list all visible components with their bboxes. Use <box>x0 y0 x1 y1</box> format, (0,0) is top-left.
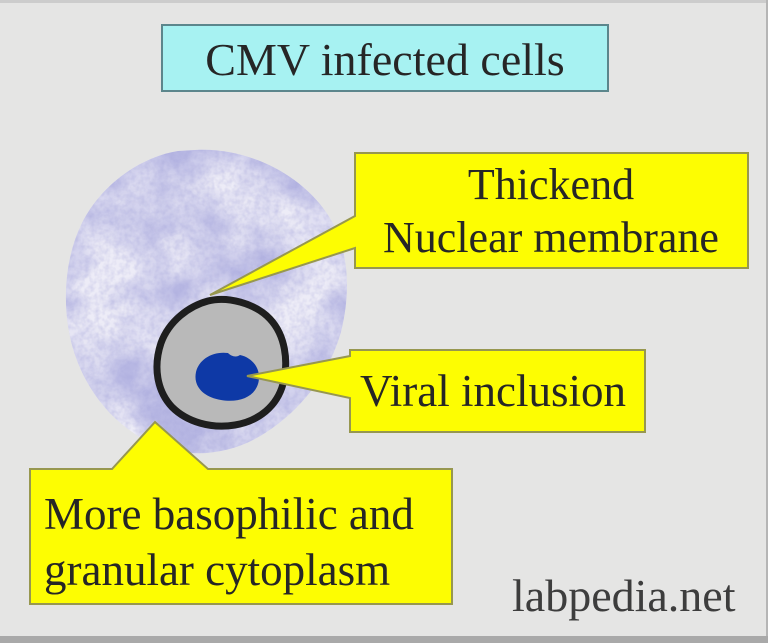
callout-nuclear-membrane <box>209 152 749 296</box>
title-box <box>161 24 609 92</box>
page-title: CMV infected cells <box>205 34 564 85</box>
label-viral-inclusion: Viral inclusion <box>360 366 626 416</box>
label-cytoplasm-line1: More basophilic and <box>44 489 414 539</box>
bottom-edge-strip <box>0 636 768 643</box>
label-nuclear-membrane-line2: Nuclear membrane <box>383 213 719 262</box>
callout-cytoplasm <box>29 420 453 605</box>
watermark-text: labpedia.net <box>512 570 736 621</box>
viral-inclusion-body <box>195 352 260 401</box>
label-cytoplasm-line2: granular cytoplasm <box>44 545 390 595</box>
label-nuclear-membrane-line1: Thickend <box>468 160 634 209</box>
right-edge-strip <box>766 0 768 643</box>
top-edge-strip <box>0 0 768 3</box>
callout-viral-inclusion <box>246 349 646 433</box>
